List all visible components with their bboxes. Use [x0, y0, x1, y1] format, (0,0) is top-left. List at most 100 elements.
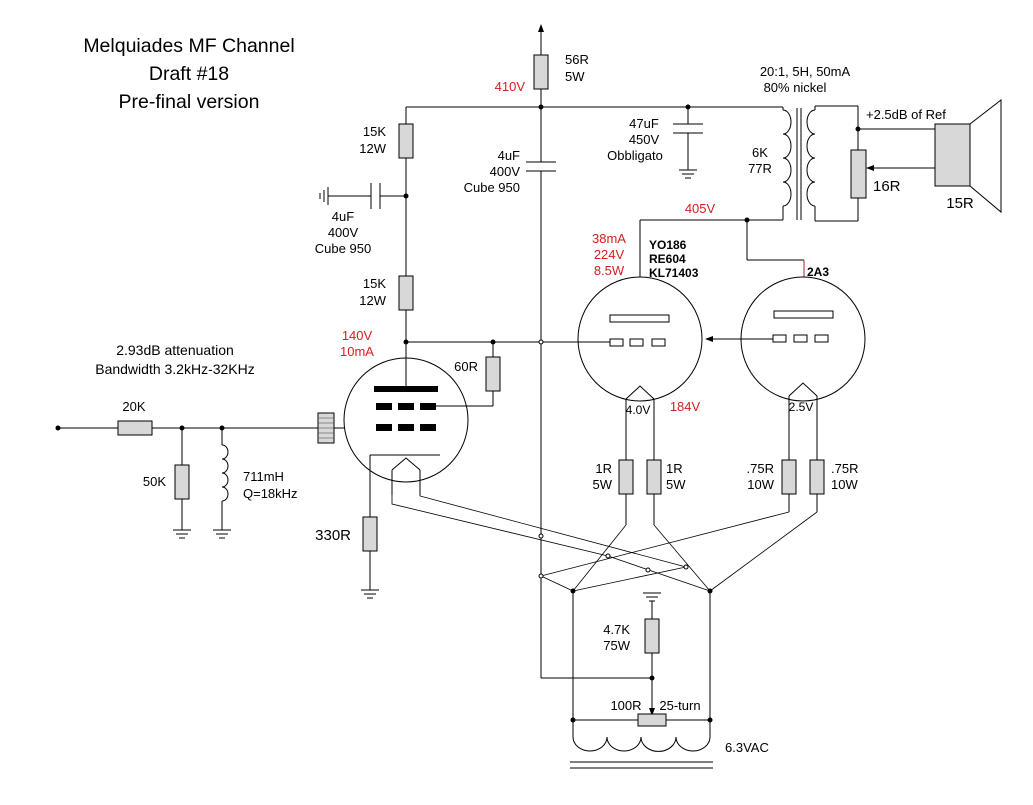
hum-pot-turns: 25-turn: [659, 698, 700, 713]
gain-label: +2.5dB of Ref: [866, 107, 946, 122]
helper-filament-resistor-2-label-2: 10W: [831, 477, 858, 492]
driver-voltage: 140V: [342, 328, 373, 343]
helper-tube-filament-voltage: 2.5V: [789, 400, 814, 414]
title-line-1: Melquiades MF Channel: [83, 35, 294, 57]
filament-resistor-1-label-1: 1R: [595, 461, 612, 476]
volume-pot-label: 16R: [873, 178, 901, 195]
output-tube: YO186 RE604 KL71403 38mA 224V 8.5W 4.0V …: [406, 217, 804, 525]
arrow-up-icon: [538, 24, 544, 32]
primary-label-2: 77R: [748, 161, 772, 176]
title-line-2: Draft #18: [149, 63, 229, 85]
output-tube-type-3: KL71403: [649, 266, 699, 280]
primary-label-1: 6K: [752, 145, 768, 160]
volume-pot: [850, 149, 867, 199]
output-tube-type-1: YO186: [649, 238, 687, 252]
transformer-spec-2: 80% nickel: [764, 80, 827, 95]
heater-bias-resistor: [644, 618, 660, 654]
shunt-resistor-label: 50K: [143, 474, 166, 489]
filter-note-1: 2.93dB attenuation: [116, 342, 234, 358]
transformer-spec-1: 20:1, 5H, 50mA: [760, 64, 851, 79]
cathode-resistor: [362, 516, 378, 552]
b-plus-supply: 56R 5W 410V 4uF 400V Cube 950 15K 12W 4u…: [315, 24, 783, 678]
ground-icon: [679, 169, 697, 179]
input-filter: 2.93dB attenuation Bandwidth 3.2kHz-32KH…: [55, 342, 352, 539]
primary-coil-icon: [782, 109, 792, 207]
output-transformer: 20:1, 5H, 50mA 80% nickel 6K 77R 16R +2.…: [685, 64, 1002, 222]
top-resistor-label-1: 15K: [363, 124, 386, 139]
screen-resistor-label: 60R: [454, 359, 478, 374]
dropping-resistor: [533, 54, 549, 90]
heater-wiring: 4.7K 75W 100R 25-turn 6.3VAC: [391, 339, 818, 769]
output-tube-current: 38mA: [592, 231, 626, 246]
helper-tube-type: 2A3: [807, 265, 829, 279]
output-cap: 47uF 450V Obbligato: [607, 107, 703, 179]
speaker-label: 15R: [946, 195, 974, 212]
series-resistor-label: 20K: [122, 399, 145, 414]
driver-tube: 140V 10mA 60R 330R: [315, 328, 501, 599]
heater-winding-icon: [572, 736, 711, 752]
node-cap-label-3: Cube 950: [315, 241, 371, 256]
ground-icon: [173, 529, 191, 539]
bottom-resistor-label-1: 15K: [363, 276, 386, 291]
bottom-resistor-label-2: 12W: [359, 293, 386, 308]
title-block: Melquiades MF Channel Draft #18 Pre-fina…: [83, 35, 294, 113]
ground-icon: [319, 187, 329, 205]
bypass-cap-label-2: 400V: [490, 164, 521, 179]
top-resistor-label-2: 12W: [359, 141, 386, 156]
ground-icon: [213, 529, 231, 539]
helper-filament-resistor-2-label-1: .75R: [831, 461, 858, 476]
inductor-icon: [221, 444, 229, 502]
secondary-coil-icon: [806, 109, 816, 207]
hum-pot: [637, 713, 667, 727]
helper-tube: 2A3 2.5V .75R 10W .75R 10W: [705, 260, 866, 512]
hum-pot-label: 100R: [610, 698, 641, 713]
inductor-label-1: 711mH: [243, 469, 284, 484]
driver-current: 10mA: [340, 344, 374, 359]
bypass-cap-label-3: Cube 950: [464, 180, 520, 195]
bottom-resistor: [398, 275, 414, 311]
coupling-arrow-icon: [705, 336, 713, 342]
filament-resistor-1: [618, 459, 634, 495]
output-tube-type-2: RE604: [649, 252, 686, 266]
helper-filament-resistor-1: [781, 459, 797, 495]
speaker-magnet: [934, 123, 971, 187]
ground-icon: [361, 589, 379, 599]
bypass-cap-label-1: 4uF: [498, 148, 520, 163]
dropping-resistor-label-1: 56R: [565, 52, 589, 67]
title-line-3: Pre-final version: [119, 91, 260, 113]
ground-icon: [643, 592, 661, 602]
output-cap-label-3: Obbligato: [607, 148, 663, 163]
heater-bias-label-2: 75W: [603, 638, 630, 653]
heater-voltage: 6.3VAC: [725, 740, 769, 755]
helper-filament-resistor-2: [809, 459, 825, 495]
output-tube-power: 8.5W: [594, 263, 625, 278]
output-cap-label-2: 450V: [629, 132, 660, 147]
b-plus-voltage: 410V: [495, 79, 526, 94]
output-cap-label-1: 47uF: [629, 116, 659, 131]
series-resistor: [117, 420, 153, 436]
output-tube-cathode-voltage: 184V: [670, 399, 701, 414]
node-cap-label-2: 400V: [328, 225, 359, 240]
top-resistor: [398, 123, 414, 159]
node-cap-label-1: 4uF: [332, 209, 354, 224]
dropping-resistor-label-2: 5W: [565, 69, 585, 84]
filament-resistor-2: [646, 459, 662, 495]
helper-filament-resistor-1-label-2: 10W: [747, 477, 774, 492]
filament-resistor-1-label-2: 5W: [593, 477, 613, 492]
helper-filament-resistor-1-label-1: .75R: [747, 461, 774, 476]
filament-resistor-2-label-2: 5W: [666, 477, 686, 492]
shunt-resistor: [174, 464, 190, 500]
wiper-arrow-icon: [866, 165, 874, 171]
cathode-resistor-label: 330R: [315, 527, 351, 544]
output-tube-filament-voltage: 4.0V: [626, 403, 651, 417]
filament-resistor-2-label-1: 1R: [666, 461, 683, 476]
output-tube-voltage: 224V: [594, 247, 625, 262]
heater-bias-label-1: 4.7K: [603, 622, 630, 637]
speaker-icon: [969, 98, 1002, 214]
pot-wiper-icon: [649, 708, 655, 716]
inductor-label-2: Q=18kHz: [243, 486, 298, 501]
filter-note-2: Bandwidth 3.2kHz-32KHz: [95, 361, 255, 377]
screen-resistor: [485, 356, 501, 392]
plate-voltage: 405V: [685, 201, 716, 216]
